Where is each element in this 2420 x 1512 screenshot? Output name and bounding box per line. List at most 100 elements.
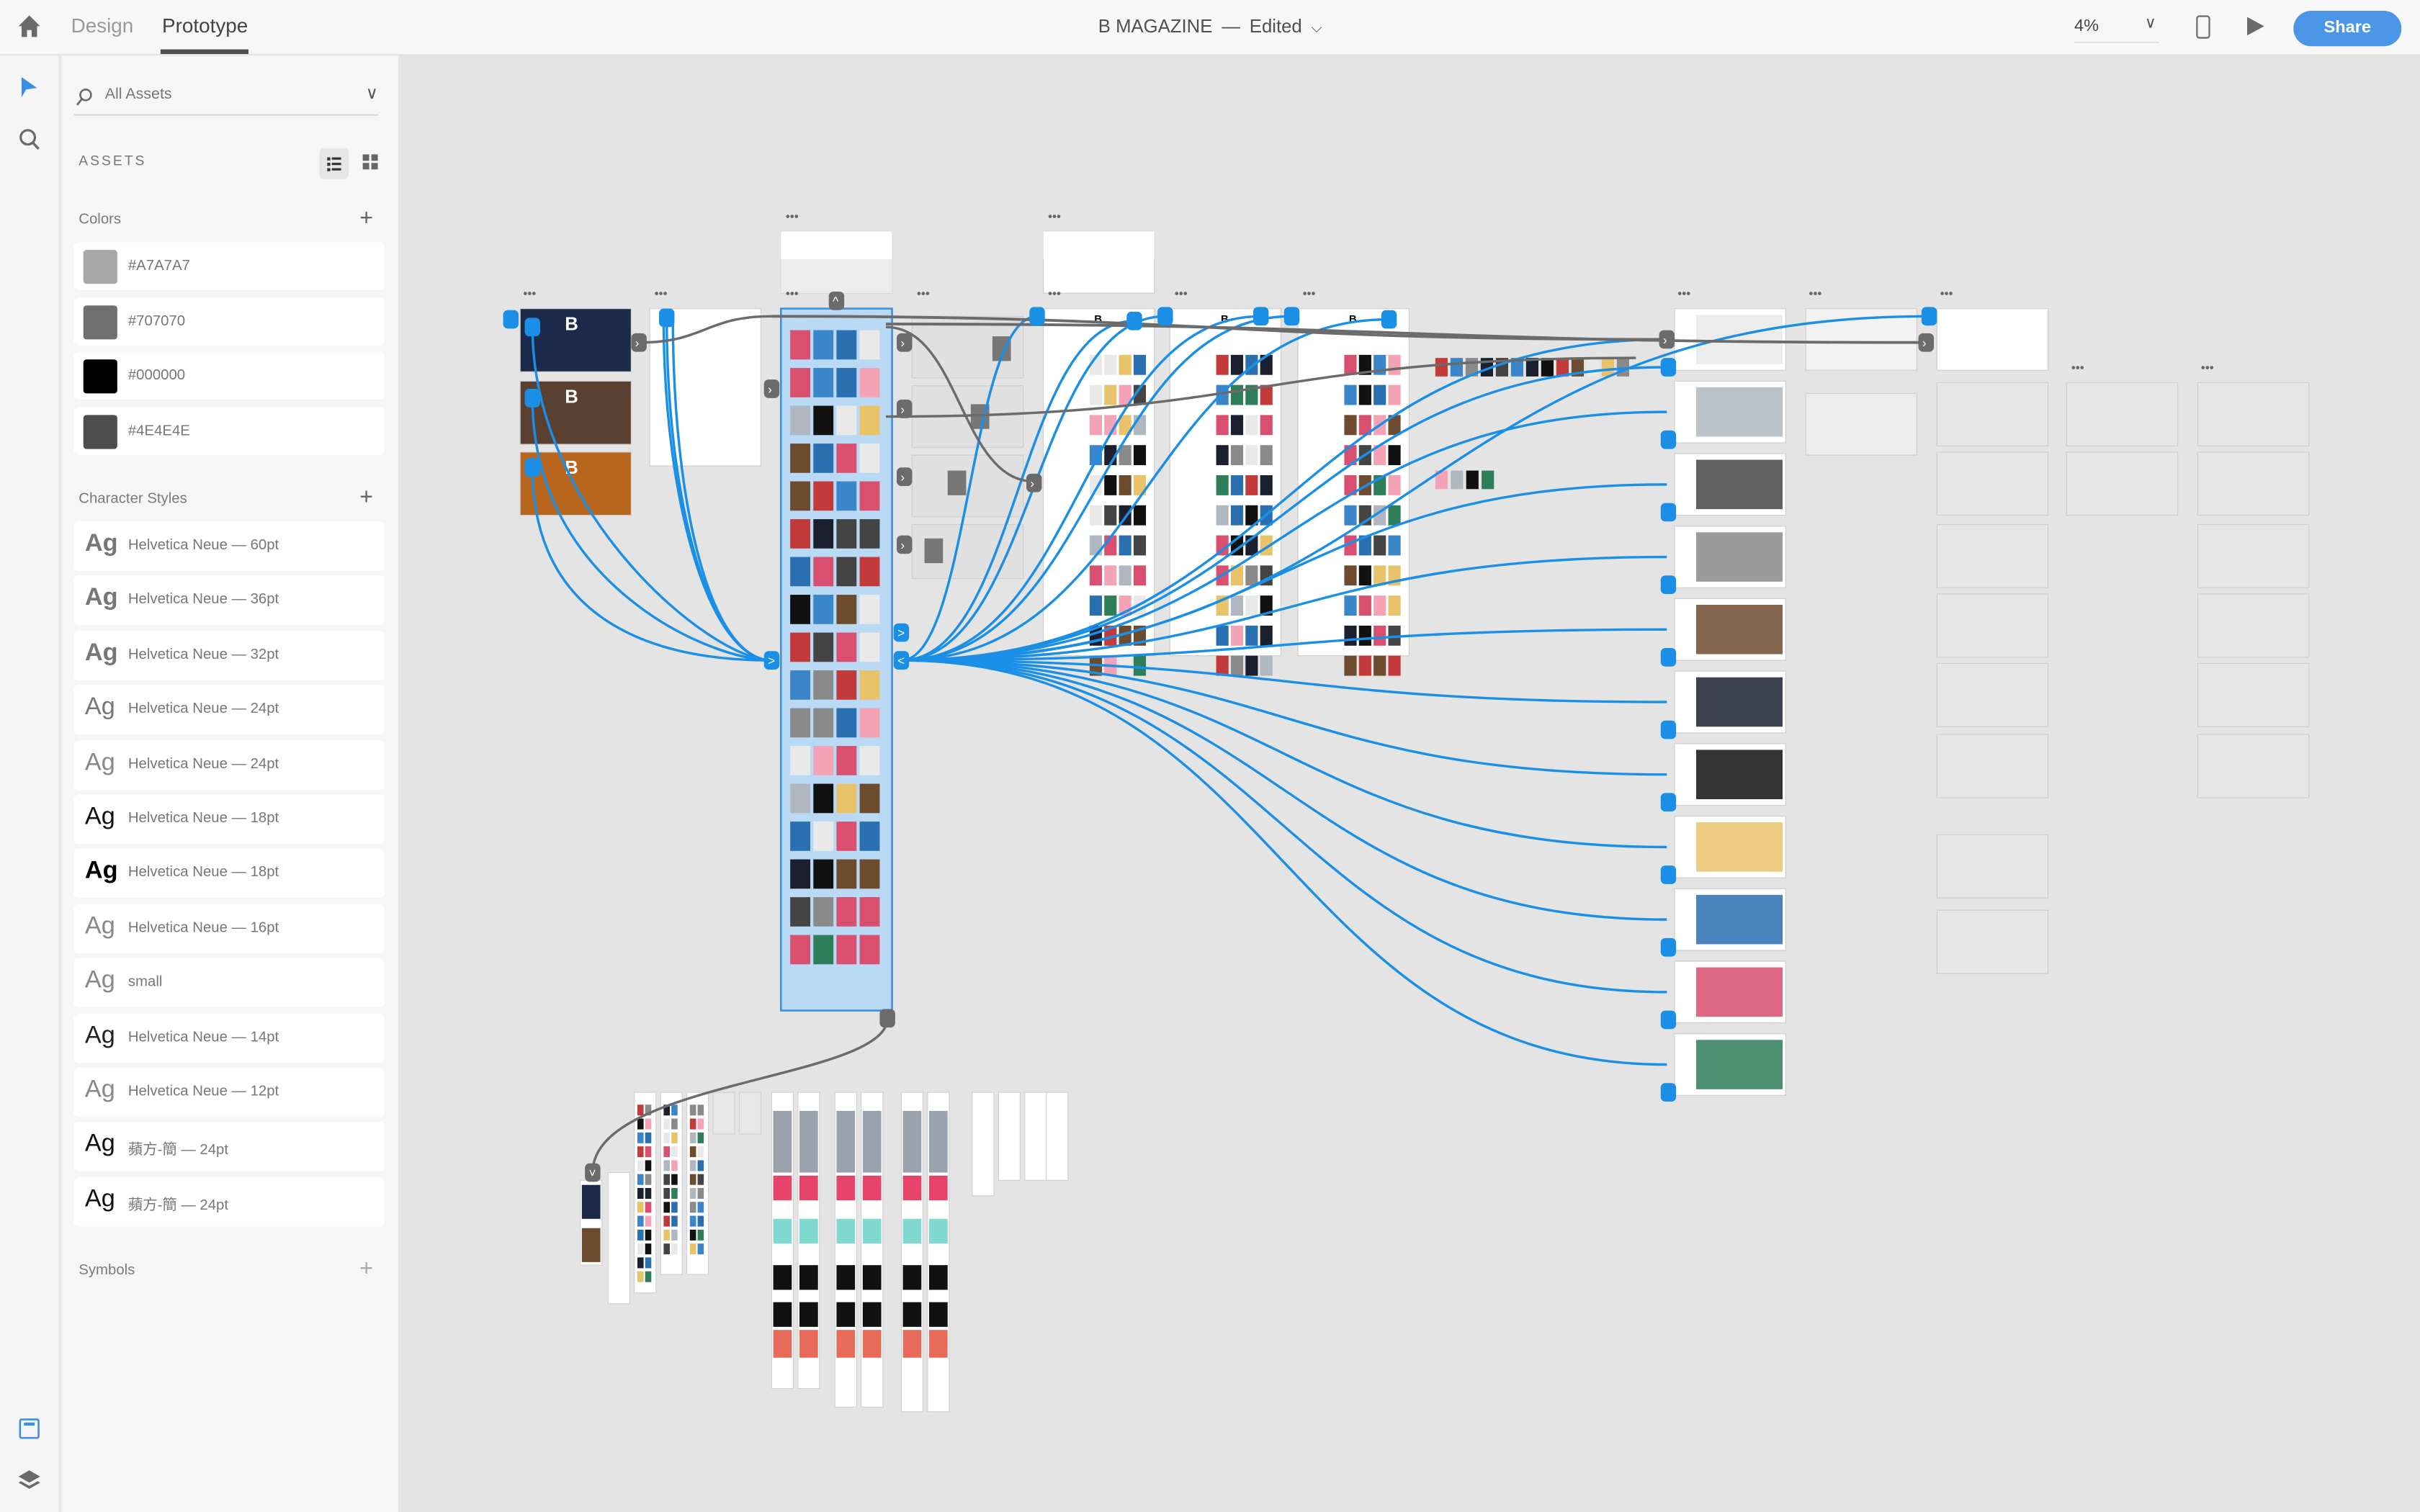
zoom-dropdown[interactable]: 4% ∨: [2074, 15, 2159, 44]
artboard-menu-icon[interactable]: •••: [523, 287, 536, 301]
wire-handle[interactable]: [893, 623, 910, 642]
mobile-artboard[interactable]: [712, 1092, 735, 1135]
wire-handle[interactable]: [1660, 430, 1677, 449]
wire-handle[interactable]: [897, 333, 913, 352]
wire-handle[interactable]: [1921, 307, 1937, 326]
artboard-menu-icon[interactable]: •••: [1048, 209, 1061, 223]
wire-handle[interactable]: [1660, 937, 1677, 957]
wire-handle[interactable]: [1660, 720, 1677, 739]
artboard-menu-icon[interactable]: •••: [2071, 360, 2084, 374]
artboard-menu-icon[interactable]: •••: [655, 287, 668, 301]
wire-handle[interactable]: [1918, 333, 1934, 352]
mobile-artboard[interactable]: [1046, 1092, 1069, 1181]
color-swatch-item[interactable]: #707070: [73, 297, 385, 345]
interaction-wire[interactable]: [885, 356, 1636, 418]
wire-handle[interactable]: [524, 458, 540, 477]
placeholder-artboard[interactable]: [2197, 382, 2310, 446]
wire-handle[interactable]: [893, 651, 910, 670]
placeholder-artboard[interactable]: [1936, 451, 2049, 516]
wire-handle[interactable]: [1126, 311, 1142, 330]
wire-handle[interactable]: [1029, 307, 1045, 326]
interaction-wire[interactable]: [901, 315, 1930, 662]
placeholder-artboard[interactable]: [1936, 734, 2049, 798]
wire-handle[interactable]: [897, 400, 913, 418]
grid-view-icon[interactable]: [362, 154, 378, 170]
wire-handle[interactable]: [828, 292, 845, 310]
artboard-menu-icon[interactable]: •••: [2201, 360, 2214, 374]
tab-design[interactable]: Design: [71, 14, 134, 37]
wire-handle[interactable]: [897, 535, 913, 554]
wire-handle[interactable]: [1660, 865, 1677, 884]
share-button[interactable]: Share: [2293, 11, 2402, 47]
interaction-wire[interactable]: [901, 659, 1667, 994]
wire-handle[interactable]: [524, 318, 540, 337]
interaction-wire[interactable]: [885, 323, 1927, 344]
add-color-icon[interactable]: +: [359, 205, 374, 232]
color-swatch-item[interactable]: #000000: [73, 351, 385, 400]
interaction-wire[interactable]: [531, 467, 772, 662]
interaction-wire[interactable]: [901, 315, 1038, 662]
wire-handle[interactable]: [1660, 575, 1677, 594]
interaction-wire[interactable]: [901, 319, 1135, 662]
wire-handle[interactable]: [659, 308, 675, 328]
wire-handle[interactable]: [1157, 307, 1173, 326]
chevron-down-icon[interactable]: ∨: [365, 84, 378, 104]
interaction-wire[interactable]: [901, 659, 1667, 921]
interaction-wire[interactable]: [901, 659, 1667, 703]
wire-handle[interactable]: [585, 1163, 601, 1182]
placeholder-artboard[interactable]: [1936, 523, 2049, 589]
wire-handle[interactable]: [879, 1009, 895, 1028]
wire-handle[interactable]: [763, 379, 780, 398]
add-symbol-icon[interactable]: +: [359, 1256, 374, 1282]
interaction-wire[interactable]: [901, 338, 1667, 662]
artboard[interactable]: [1936, 307, 2049, 371]
assets-panel-icon[interactable]: [19, 1418, 40, 1439]
artboard-menu-icon[interactable]: •••: [917, 287, 930, 301]
placeholder-artboard[interactable]: [2197, 593, 2310, 658]
layers-icon[interactable]: [17, 1469, 42, 1490]
interaction-wire[interactable]: [901, 366, 1667, 662]
mobile-artboard[interactable]: [738, 1092, 761, 1135]
wire-handle[interactable]: [1026, 473, 1042, 492]
placeholder-artboard[interactable]: [2197, 451, 2310, 516]
wire-handle[interactable]: [1660, 793, 1677, 812]
wire-handle[interactable]: [524, 389, 540, 408]
placeholder-artboard[interactable]: [2197, 734, 2310, 798]
interaction-wire[interactable]: [901, 315, 1292, 662]
interaction-wire[interactable]: [901, 659, 1667, 1066]
placeholder-artboard[interactable]: [1936, 593, 2049, 658]
color-swatch-item[interactable]: #A7A7A7: [73, 242, 385, 290]
chevron-down-icon[interactable]: ⌵: [1311, 19, 1322, 36]
artboard-menu-icon[interactable]: •••: [1048, 287, 1061, 301]
interaction-wire[interactable]: [901, 318, 1389, 662]
artboard-menu-icon[interactable]: •••: [786, 287, 799, 301]
wire-handle[interactable]: [1253, 307, 1269, 326]
wire-handle[interactable]: [503, 310, 519, 329]
placeholder-artboard[interactable]: [1936, 909, 2049, 974]
mobile-artboard[interactable]: [607, 1172, 630, 1305]
interaction-wire[interactable]: [531, 327, 772, 662]
placeholder-artboard[interactable]: [1936, 662, 2049, 727]
artboard-menu-icon[interactable]: •••: [1940, 287, 1953, 301]
wire-handle[interactable]: [1283, 307, 1300, 326]
interaction-wire[interactable]: [531, 397, 772, 662]
interaction-wire[interactable]: [885, 325, 1034, 483]
artboard[interactable]: [1805, 392, 1918, 456]
wire-handle[interactable]: [631, 333, 647, 352]
wire-handle[interactable]: [1660, 648, 1677, 667]
artboard-menu-icon[interactable]: •••: [1175, 287, 1188, 301]
artboard-menu-icon[interactable]: •••: [1677, 287, 1690, 301]
home-icon[interactable]: [17, 14, 42, 38]
assets-search[interactable]: All Assets ∨: [73, 84, 378, 116]
